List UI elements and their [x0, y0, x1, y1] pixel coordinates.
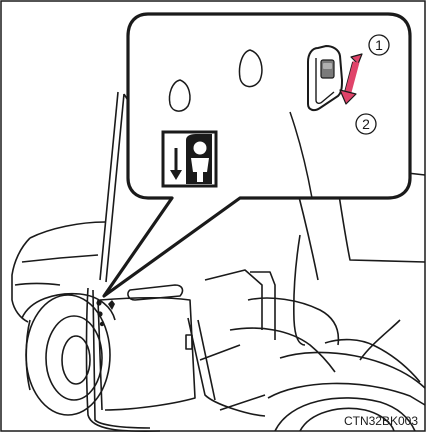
callout-1: 1	[369, 35, 389, 55]
latch-hole-1	[96, 300, 101, 305]
child-lock-pictogram-icon	[163, 132, 216, 186]
pictogram-child-head	[194, 142, 207, 155]
latch-hole-2	[97, 311, 102, 316]
figure-code: CTN32BK003	[344, 414, 418, 428]
callout-2: 2	[356, 114, 376, 134]
callout-2-label: 2	[362, 116, 370, 132]
latch-hole-3	[100, 322, 104, 326]
switch-knob-highlight	[323, 63, 332, 69]
callout-1-label: 1	[375, 37, 383, 53]
